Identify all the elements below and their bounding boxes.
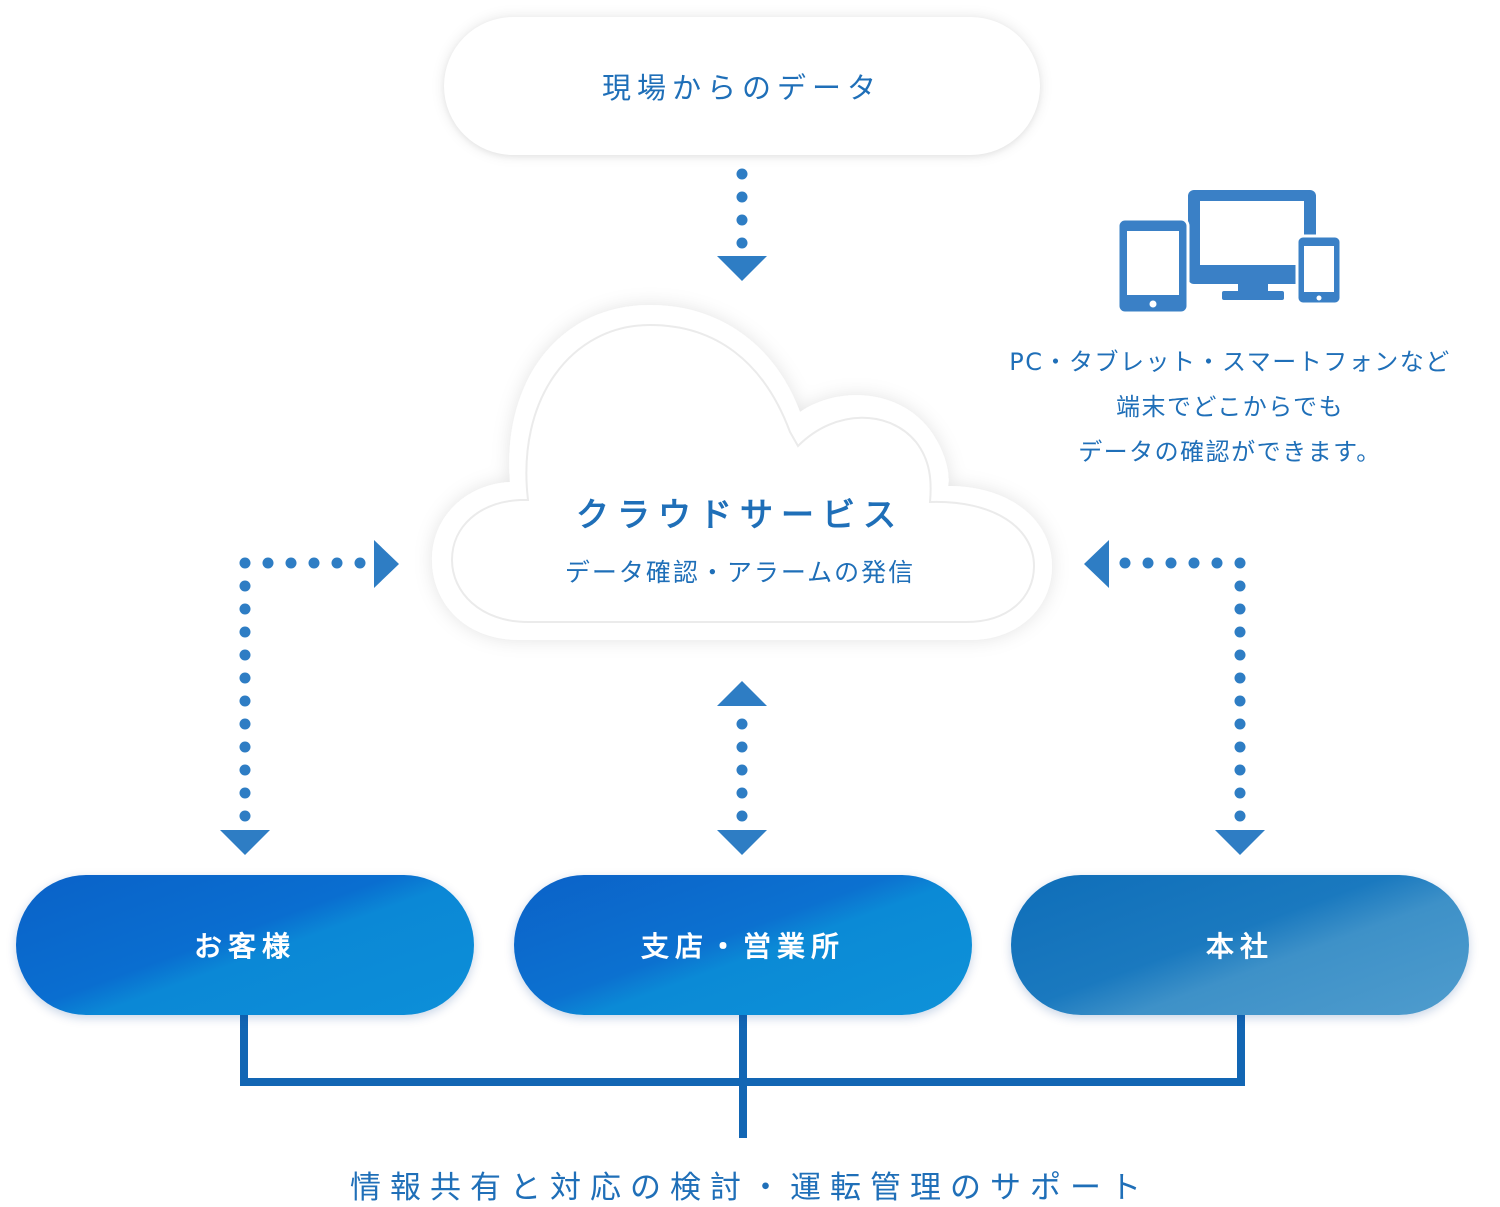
devices-caption: PC・タブレット・スマートフォンなど 端末でどこからでも データの確認ができます…: [960, 340, 1500, 475]
devices-caption-line: データの確認ができます。: [1078, 438, 1382, 466]
devices-caption-line: 端末でどこからでも: [1115, 393, 1345, 421]
devices-caption-line: PC・タブレット・スマートフォンなど: [1009, 348, 1451, 376]
arrow-branch-cloud: [717, 681, 767, 855]
cloud-service-title: クラウドサービス: [576, 495, 904, 534]
cloud-service-subtitle: データ確認・アラームの発信: [564, 558, 916, 587]
arrow-hq-cloud: [1084, 540, 1265, 855]
support-caption: 情報共有と対応の検討・運転管理のサポート: [350, 1170, 1150, 1206]
devices-icon: [1116, 190, 1343, 315]
arrow-customer-cloud: [220, 540, 399, 855]
cloud-shape: [432, 305, 1052, 640]
customer-node: お客様: [16, 875, 474, 1015]
branch-office-label: 支店・営業所: [640, 930, 845, 963]
headquarters-label: 本社: [1205, 930, 1274, 963]
branch-office-node: 支店・営業所: [514, 875, 972, 1015]
field-data-label: 現場からのデータ: [601, 71, 882, 105]
headquarters-node: 本社: [1011, 875, 1469, 1015]
customer-label: お客様: [193, 930, 296, 963]
bottom-connector: [240, 1012, 1245, 1138]
field-data-node: 現場からのデータ: [444, 17, 1040, 155]
arrow-data-to-cloud: [717, 168, 767, 281]
